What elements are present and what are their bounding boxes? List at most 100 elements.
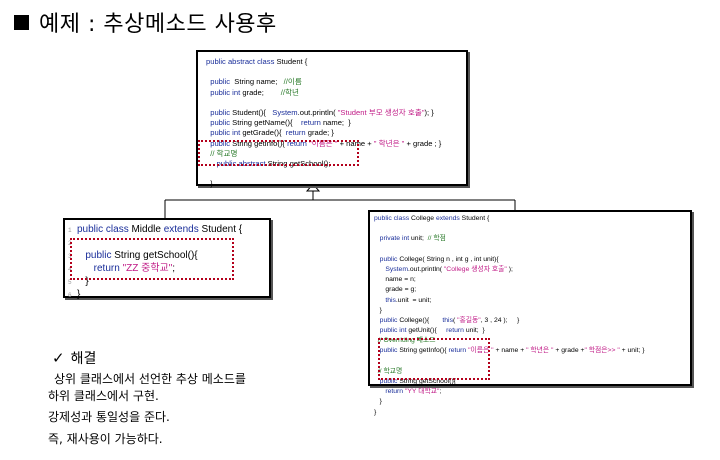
- code-line: public College( String n , int g , int u…: [374, 256, 645, 266]
- code-line: }: [374, 307, 645, 317]
- code-token: College: [409, 215, 436, 222]
- code-token: name; }: [320, 118, 351, 128]
- code-line: return "ZZ 중학교";: [77, 262, 242, 275]
- code-token: private int: [374, 235, 410, 243]
- code-token: " 학년은 ": [373, 138, 405, 148]
- code-token: String: [265, 158, 288, 168]
- code-token: public: [374, 316, 398, 324]
- code-token: public: [206, 118, 231, 128]
- code-token: this: [374, 296, 396, 304]
- code-token: " 학점은>> ": [584, 347, 620, 355]
- code-token: public abstract class: [206, 57, 275, 66]
- code-token: .out.println(: [297, 107, 338, 117]
- code-token: " 학년은 ": [526, 347, 554, 355]
- code-token: getInfo(){: [417, 347, 449, 355]
- code-line: [374, 246, 645, 256]
- code-token: //학년: [280, 87, 299, 97]
- code-line: public College(){ this( "홍길동", 3 , 24 );…: [374, 317, 645, 327]
- code-token: // 학점: [427, 235, 446, 243]
- college-code: public class College extends Student { p…: [374, 215, 645, 419]
- code-token: public int: [206, 128, 241, 138]
- code-line: public String getInfo(){ return "이름은 " +…: [374, 347, 645, 357]
- code-line: public abstract class Student {: [206, 57, 441, 67]
- result-line-1: 상위 클래스에서 선언한 추상 메소드를: [54, 372, 246, 386]
- code-token: Student {: [198, 224, 243, 235]
- code-token: College(){: [397, 316, 443, 324]
- code-token: ); }: [424, 107, 434, 117]
- code-token: unit;: [409, 235, 428, 243]
- code-token: return: [374, 388, 404, 396]
- code-token: , 3 , 24 ); }: [480, 316, 520, 324]
- code-line: public String getSchool(){: [77, 249, 242, 262]
- code-token: return: [446, 327, 464, 335]
- code-token: public abstract: [206, 158, 266, 168]
- code-token: "YY 대학교": [403, 388, 440, 396]
- result-heading-text: 해결: [70, 351, 97, 367]
- college-class-box: public class College extends Student { p…: [368, 210, 692, 416]
- middle-getschool-highlight: [70, 238, 234, 280]
- code-token: "이름은 ": [466, 347, 494, 355]
- checkmark-icon: ✓: [52, 349, 65, 367]
- code-token: }: [374, 306, 382, 314]
- code-token: public: [206, 77, 235, 87]
- code-line: System.out.println( "College 생성자 호출" );: [374, 266, 645, 276]
- code-token: ;: [439, 388, 442, 396]
- result-line-4: 즉, 재사용이 가능하다.: [48, 432, 163, 446]
- code-token: name = n;: [374, 276, 416, 284]
- code-line: [206, 67, 441, 77]
- code-token: System: [374, 265, 408, 273]
- code-token: this: [442, 316, 453, 324]
- code-token: return: [287, 138, 307, 148]
- student-code: public abstract class Student { public S…: [206, 57, 441, 189]
- code-token: }: [77, 276, 89, 287]
- bullet-square-icon: [14, 15, 29, 30]
- code-token: return: [300, 118, 321, 128]
- code-token: getInfo(){: [252, 138, 288, 148]
- code-token: String: [397, 347, 418, 355]
- code-token: String: [234, 77, 255, 87]
- code-token: public: [374, 378, 398, 385]
- code-token: public: [206, 107, 231, 117]
- code-token: "이름은 ": [306, 138, 338, 148]
- code-token: Student {: [274, 57, 308, 66]
- code-token: "College 생성자 호출": [443, 265, 507, 273]
- code-token: public class: [77, 224, 129, 235]
- code-token: String: [426, 255, 445, 263]
- code-line: public abstract String getSchool();: [206, 159, 441, 169]
- code-token: Student {: [459, 215, 490, 222]
- code-token: System: [272, 107, 298, 117]
- code-token: getName(){: [252, 118, 301, 128]
- code-line: }: [77, 275, 242, 288]
- code-token: .out.println(: [408, 265, 444, 273]
- code-line: }: [374, 398, 645, 408]
- code-token: getUnit(){: [406, 327, 447, 335]
- result-line-2: 하위 클래스에서 구현.: [48, 389, 159, 403]
- student-class-box: public abstract class Student { public S…: [196, 50, 468, 189]
- code-token: "Student 부모 생성자 호출": [337, 107, 425, 117]
- code-token: return: [77, 263, 120, 274]
- code-token: (: [452, 316, 458, 324]
- code-line: public Student(){ System.out.println( "S…: [206, 108, 441, 118]
- code-line: public String name; //이름: [206, 77, 441, 87]
- code-token: String: [397, 378, 418, 385]
- code-token: College(: [397, 255, 427, 263]
- code-token: getSchool(){: [417, 378, 457, 385]
- code-token: }: [206, 179, 213, 189]
- code-line: [206, 169, 441, 179]
- code-token: unit; }: [463, 327, 485, 335]
- code-token: return: [285, 128, 306, 138]
- code-token: // 학교명: [206, 148, 238, 158]
- code-token: }: [374, 398, 382, 406]
- code-token: String: [230, 138, 253, 148]
- slide-title-text: 예제 : 추상메소드 사용후: [39, 12, 277, 37]
- code-token: public class: [374, 215, 410, 222]
- code-line: this.unit = unit;: [374, 297, 645, 307]
- code-token: public int: [206, 87, 241, 97]
- result-heading: ✓ 해결: [52, 348, 96, 368]
- code-token: extends: [163, 224, 199, 235]
- code-token: return: [448, 347, 467, 355]
- code-line: name = n;: [374, 276, 645, 286]
- code-token: n , int g , int unit){: [444, 255, 499, 263]
